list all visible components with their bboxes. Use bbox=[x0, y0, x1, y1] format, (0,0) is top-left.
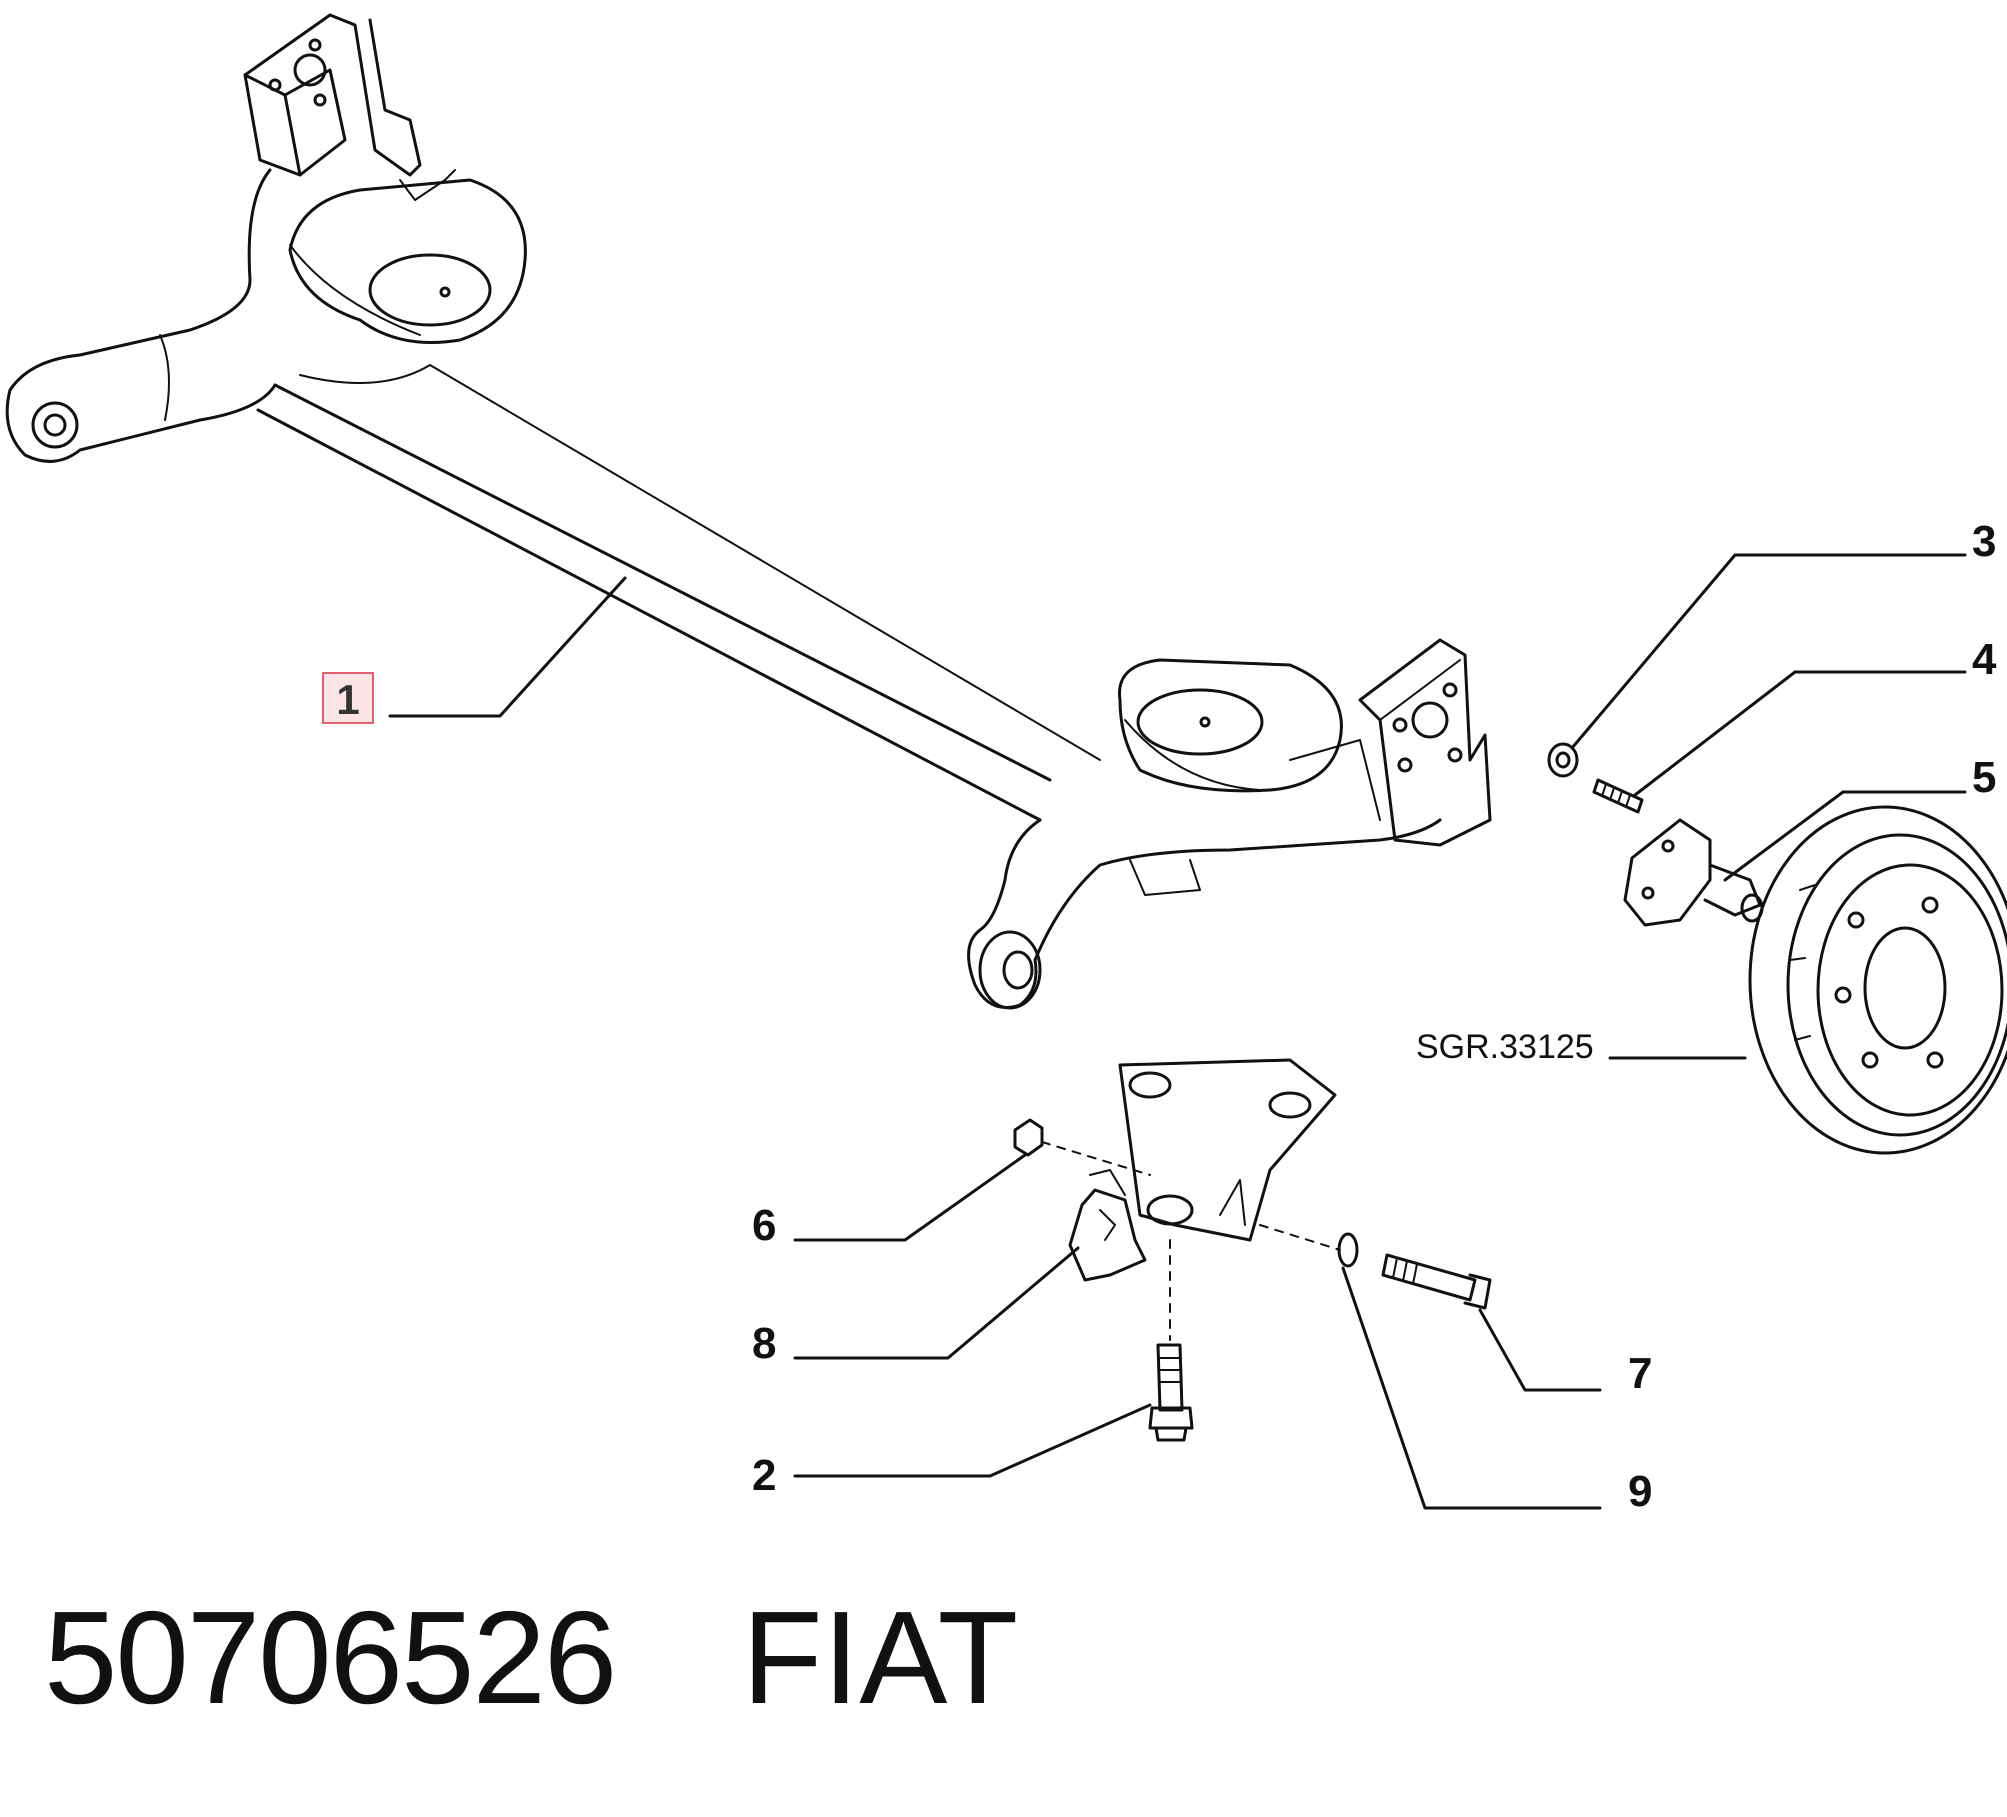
callout-2[interactable]: 2 bbox=[752, 1451, 777, 1500]
callout-8[interactable]: 8 bbox=[752, 1319, 777, 1368]
callout-7[interactable]: 7 bbox=[1628, 1349, 1653, 1398]
callout-9[interactable]: 9 bbox=[1628, 1467, 1653, 1516]
leader-lines bbox=[388, 553, 1967, 1510]
callout-1[interactable]: 1 bbox=[322, 672, 374, 724]
stub-axle-part-5 bbox=[1623, 818, 1764, 927]
nut-part-6 bbox=[1013, 1118, 1044, 1157]
part-number: 50706526 bbox=[44, 1584, 617, 1731]
reference-label[interactable]: SGR.33125 bbox=[1416, 1028, 1594, 1066]
bolt-part-7 bbox=[1381, 1253, 1492, 1310]
brake-drum bbox=[1748, 805, 2007, 1155]
callout-6[interactable]: 6 bbox=[752, 1201, 777, 1250]
callout-5[interactable]: 5 bbox=[1972, 753, 1997, 802]
brand-name: FIAT bbox=[742, 1584, 1019, 1731]
bracket-plate bbox=[1118, 1058, 1337, 1242]
washer-part-9 bbox=[1337, 1232, 1359, 1268]
callout-4[interactable]: 4 bbox=[1972, 635, 1997, 684]
clip-bracket-part-8 bbox=[1068, 1169, 1147, 1282]
callout-3[interactable]: 3 bbox=[1972, 517, 1997, 566]
rear-axle-beam bbox=[5, 13, 1492, 1010]
nut-part-3 bbox=[1547, 742, 1579, 778]
stud-part-4 bbox=[1592, 778, 1644, 814]
bolt-part-2 bbox=[1148, 1343, 1194, 1442]
assembly-lines bbox=[1041, 1141, 1341, 1341]
